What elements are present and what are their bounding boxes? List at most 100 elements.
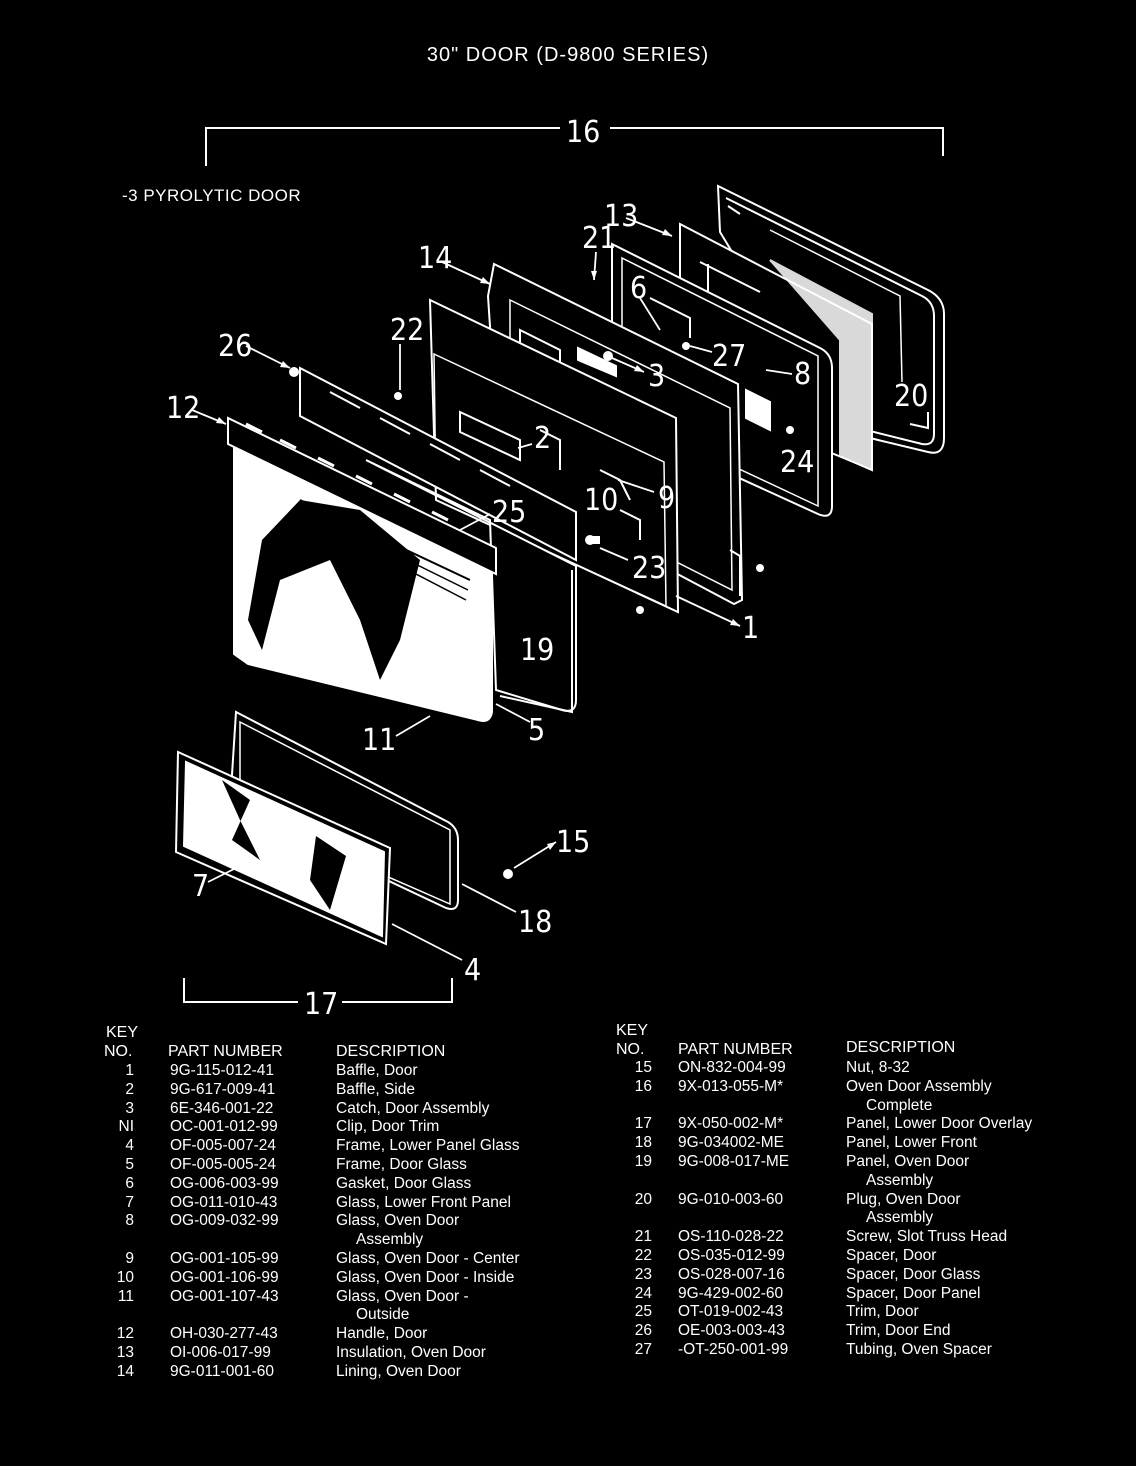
callout-12: 12 xyxy=(166,391,200,426)
callout-25: 25 xyxy=(492,495,526,530)
row-key-no: 15 xyxy=(634,1059,652,1076)
leader-4 xyxy=(391,923,463,961)
row-key-no: 5 xyxy=(125,1156,134,1173)
row-part-number: OG-011-010-43 xyxy=(170,1193,278,1211)
part-15-nut xyxy=(503,869,513,879)
row-part-number: OG-001-107-43 xyxy=(170,1287,279,1305)
panel-outer-glass xyxy=(227,416,497,722)
row-description: Spacer, Door Glass xyxy=(846,1265,981,1283)
leader-11 xyxy=(395,715,431,737)
leader-9 xyxy=(617,479,655,493)
row-part-number: 9G-115-012-41 xyxy=(170,1062,274,1079)
row-key-no: 6 xyxy=(125,1174,134,1192)
row-description: Catch, Door Assembly xyxy=(336,1099,490,1117)
row-key-no: 23 xyxy=(634,1265,652,1283)
header-no: NO. xyxy=(104,1043,133,1060)
row-description: Panel, Lower Door Overlay xyxy=(846,1115,1033,1133)
part-3-catch xyxy=(603,351,613,361)
row-part-number: OG-006-003-99 xyxy=(170,1174,279,1192)
leader-5 xyxy=(495,703,531,723)
row-description: Glass, Oven Door - Inside xyxy=(336,1268,515,1286)
row-part-number: 9G-429-002-60 xyxy=(678,1284,784,1302)
row-description-continued: Assembly xyxy=(866,1209,934,1227)
row-description: Clip, Door Trim xyxy=(336,1118,440,1136)
leader-7 xyxy=(207,865,241,883)
row-part-number: 9G-034002-ME xyxy=(678,1134,784,1152)
row-description-continued: Assembly xyxy=(356,1231,424,1249)
row-key-no: 17 xyxy=(634,1115,652,1133)
callout-20: 20 xyxy=(894,379,928,414)
bracket-16 xyxy=(205,127,944,166)
callout-24: 24 xyxy=(780,445,814,480)
callout-15: 15 xyxy=(556,825,590,860)
row-key-no: 19 xyxy=(634,1153,652,1170)
callout-27: 27 xyxy=(712,339,746,374)
door-type-label: -3 PYROLYTIC DOOR xyxy=(122,186,302,205)
row-part-number: OH-030-277-43 xyxy=(170,1325,278,1343)
panel-25-trim xyxy=(299,366,577,562)
row-key-no: 14 xyxy=(116,1362,134,1380)
row-part-number: -OT-250-001-99 xyxy=(678,1341,789,1358)
exploded-door-diagram: 16 17 13 21 14 6 26 22 27 3 8 12 20 2 24… xyxy=(166,115,945,1020)
row-description: Insulation, Oven Door xyxy=(336,1344,486,1361)
bracket-17 xyxy=(183,978,453,1003)
callout-17: 17 xyxy=(304,987,338,1020)
leader-2 xyxy=(517,443,533,449)
leader-25 xyxy=(459,513,491,531)
part-26-end-trim xyxy=(289,367,299,377)
row-key-no: 9 xyxy=(125,1250,134,1267)
row-description: Baffle, Side xyxy=(336,1080,415,1098)
row-description: Trim, Door xyxy=(846,1303,919,1321)
callout-13: 13 xyxy=(604,199,638,234)
row-description: Screw, Slot Truss Head xyxy=(846,1228,1008,1246)
leader-27 xyxy=(689,345,713,353)
row-key-no: 27 xyxy=(634,1341,652,1358)
page-title: 30" DOOR (D-9800 SERIES) xyxy=(426,44,710,66)
row-part-number: OF-005-007-24 xyxy=(170,1137,276,1155)
leader-18 xyxy=(461,883,517,913)
callout-22: 22 xyxy=(390,313,424,348)
callout-19: 19 xyxy=(520,633,554,668)
row-description: Panel, Oven Door xyxy=(846,1153,970,1170)
row-key-no: 21 xyxy=(634,1228,652,1246)
leader-6 xyxy=(639,297,661,331)
row-part-number: OG-009-032-99 xyxy=(170,1212,279,1230)
row-key-no: 16 xyxy=(634,1077,652,1095)
row-key-no: 25 xyxy=(634,1303,652,1321)
row-key-no: 26 xyxy=(634,1322,652,1340)
header-key: KEY xyxy=(106,1024,139,1041)
row-description: Nut, 8-32 xyxy=(846,1059,910,1076)
callout-23: 23 xyxy=(632,551,666,586)
row-part-number: OT-019-002-43 xyxy=(678,1303,784,1321)
row-key-no: 24 xyxy=(634,1284,652,1302)
row-description: Frame, Door Glass xyxy=(336,1156,467,1173)
row-key-no: 13 xyxy=(116,1344,134,1361)
row-description: Oven Door Assembly xyxy=(846,1077,992,1095)
row-part-number: 9X-013-055-M* xyxy=(678,1077,784,1095)
row-key-no: 4 xyxy=(125,1137,134,1155)
row-key-no: 2 xyxy=(125,1080,134,1098)
row-part-number: 9G-010-003-60 xyxy=(678,1190,784,1208)
callout-14: 14 xyxy=(418,241,452,276)
row-part-number: 6E-346-001-22 xyxy=(170,1099,274,1117)
callout-2: 2 xyxy=(534,421,551,456)
part-23-spacer xyxy=(590,536,600,544)
row-description-continued: Outside xyxy=(356,1306,410,1324)
row-description-continued: Assembly xyxy=(866,1171,934,1189)
callout-21: 21 xyxy=(582,221,616,256)
row-key-no: 20 xyxy=(634,1190,652,1208)
row-part-number: OS-035-012-99 xyxy=(678,1247,785,1264)
row-description: Baffle, Door xyxy=(336,1062,418,1079)
row-key-no: 22 xyxy=(634,1247,652,1264)
callout-10: 10 xyxy=(584,483,618,518)
row-description-continued: Complete xyxy=(866,1096,933,1114)
header-description: DESCRIPTION xyxy=(336,1043,446,1060)
row-key-no: 7 xyxy=(125,1193,134,1211)
row-key-no: NI xyxy=(118,1118,135,1136)
row-part-number: OE-003-003-43 xyxy=(678,1322,785,1340)
callout-26: 26 xyxy=(218,329,252,364)
row-key-no: 3 xyxy=(125,1099,134,1117)
row-key-no: 10 xyxy=(116,1268,134,1286)
row-key-no: 8 xyxy=(125,1212,134,1230)
row-part-number: OI-006-017-99 xyxy=(170,1344,271,1361)
